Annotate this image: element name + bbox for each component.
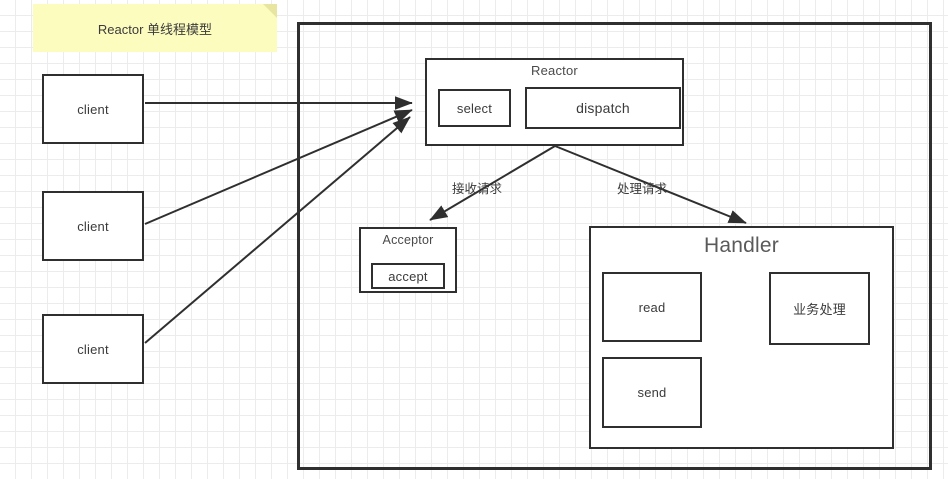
accept-box[interactable]: accept [371, 263, 445, 289]
title-sticky-note: Reactor 单线程模型 [33, 4, 277, 52]
handler-title: Handler [704, 234, 779, 257]
accept-label: accept [388, 268, 428, 284]
reactor-title: Reactor [531, 63, 578, 78]
business-label: 业务处理 [793, 302, 846, 317]
edge-label-accept-request: 接收请求 [452, 182, 503, 196]
client-box-3[interactable]: client [42, 314, 144, 384]
client-label: client [77, 101, 109, 117]
client-label: client [77, 341, 109, 357]
select-box[interactable]: select [438, 89, 511, 127]
sticky-fold-corner [263, 4, 277, 18]
client-label: client [77, 218, 109, 234]
read-box[interactable]: read [602, 272, 702, 342]
dispatch-label: dispatch [576, 100, 630, 116]
send-label: send [637, 385, 667, 400]
dispatch-box[interactable]: dispatch [525, 87, 681, 129]
send-box[interactable]: send [602, 357, 702, 428]
select-label: select [456, 100, 493, 116]
server-boundary [297, 22, 932, 470]
edge-label-handle-request: 处理请求 [617, 182, 668, 196]
read-label: read [638, 299, 666, 315]
client-box-2[interactable]: client [42, 191, 144, 261]
client-box-1[interactable]: client [42, 74, 144, 144]
title-text: Reactor 单线程模型 [97, 21, 213, 37]
acceptor-title: Acceptor [382, 233, 434, 247]
business-process-box[interactable]: 业务处理 [769, 272, 870, 345]
